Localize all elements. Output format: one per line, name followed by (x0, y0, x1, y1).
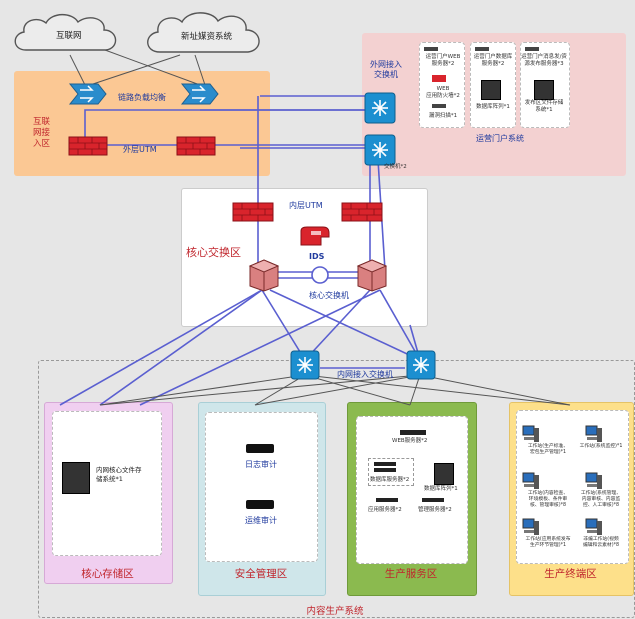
ops-publish-server-label: 运营门户消息发/资 源发布服务器*3 (521, 54, 567, 67)
workstation-icon (522, 518, 539, 535)
service-array-label: 数据库阵列*1 (424, 486, 458, 492)
switch-icon (290, 350, 320, 380)
workstation-icon (585, 518, 602, 535)
ids-icon (300, 226, 330, 246)
service-box (356, 416, 468, 564)
switch-icon (364, 92, 396, 124)
load-balancer-icon (180, 83, 219, 105)
inner-switch-label: 内网接入交换机 (337, 370, 393, 379)
terminal-item-label: 工作站(应用系统发布 生产环节管理)*1 (525, 537, 571, 548)
internet-cloud (14, 13, 117, 51)
service-web-label: WEB服务器*2 (392, 438, 428, 444)
server-icon (376, 498, 398, 502)
security-zone-title: 安全管理区 (234, 568, 288, 580)
firewall-icon (68, 136, 108, 156)
ops-audit-icon (246, 500, 274, 509)
production-system-title: 内容生产系统 (306, 606, 364, 617)
log-audit-icon (246, 444, 274, 453)
core-zone-title: 核心交换区 (186, 246, 241, 259)
service-mgmt-label: 管理服务器*2 (418, 507, 452, 513)
xinzhi-cloud-label: 新址媒资系统 (181, 32, 233, 42)
ops-file-storage-label: 发布区文件存储 系统*1 (524, 100, 564, 113)
storage-array-icon (62, 462, 90, 494)
inner-utm-label: 内层UTM (289, 201, 323, 210)
load-balancer-label: 链路负载均衡 (118, 93, 166, 102)
firewall-icon (232, 202, 274, 222)
workstation-icon (585, 425, 602, 442)
storage-zone-title: 核心存储区 (81, 568, 134, 580)
ids-label: IDS (309, 252, 325, 261)
server-icon (525, 47, 539, 51)
ops-box-web (419, 42, 465, 128)
load-balancer-icon (68, 83, 107, 105)
firewall-icon (341, 202, 383, 222)
core-switch-icon (356, 259, 388, 292)
ops-db-array-label: 数据库阵列*1 (476, 104, 510, 110)
terminal-zone-title: 生产终端区 (544, 568, 597, 580)
core-switch-icon (248, 259, 280, 292)
server-icon (475, 47, 489, 51)
service-zone-title: 生产服务区 (384, 568, 438, 580)
switch-icon (406, 350, 436, 380)
internet-cloud-label: 互联网 (56, 31, 82, 41)
terminal-item-label: 非编工作站(视频 编辑和云素材)*8 (582, 537, 620, 548)
service-db-label: 数据库服务器*2 (370, 477, 410, 483)
switch-count-label: 交换机*2 (384, 164, 407, 170)
internet-zone (14, 71, 270, 176)
server-icon (424, 47, 438, 51)
core-exchange-zone (181, 188, 428, 327)
server-icon (400, 430, 426, 435)
external-switch-label: 外网接入 交换机 (370, 60, 402, 79)
ops-scanner-label: 漏洞扫描*1 (428, 113, 458, 119)
terminal-item-label: 工作站(系统监控)*1 (579, 444, 623, 449)
ops-waf-label: WEB 应用防火墙*2 (426, 86, 460, 99)
scanner-icon (432, 104, 446, 108)
ops-web-server-label: 运营门户WEB 服务器*2 (425, 54, 461, 67)
internet-zone-title: 互联 网接 入区 (33, 117, 51, 149)
storage-array-icon (434, 463, 454, 485)
storage-array-icon (481, 80, 501, 100)
server-icon (374, 462, 396, 466)
firewall-icon (432, 75, 446, 82)
xinzhi-cloud (147, 12, 260, 53)
service-app-label: 应用服务器*2 (368, 507, 402, 513)
core-switch-label: 核心交换机 (309, 291, 349, 300)
storage-array-icon (534, 80, 554, 100)
log-audit-label: 日志审计 (245, 460, 277, 469)
terminal-item-label: 工作站(内容检查、 环境模板、条件审 核、管理审核)*8 (527, 491, 569, 508)
security-box (205, 412, 318, 562)
workstation-icon (585, 472, 602, 489)
terminal-item-label: 工作站(生产标准、 宏包生产管理)*1 (527, 444, 569, 455)
outer-utm-label: 外层UTM (123, 145, 157, 154)
ops-audit-label: 运维审计 (245, 516, 277, 525)
ops-zone-title: 运营门户系统 (476, 134, 524, 143)
workstation-icon (522, 425, 539, 442)
server-icon (374, 468, 396, 472)
firewall-icon (176, 136, 216, 156)
workstation-icon (522, 472, 539, 489)
terminal-item-label: 工作站(系统管理、 内容审核、内容监 控、人工审核)*8 (580, 491, 622, 508)
switch-icon (364, 134, 396, 166)
server-icon (422, 498, 444, 502)
storage-item-label: 内网核心文件存 储系统*1 (96, 466, 142, 483)
ops-db-server-label: 运营门户数据库 服务器*2 (473, 54, 513, 67)
